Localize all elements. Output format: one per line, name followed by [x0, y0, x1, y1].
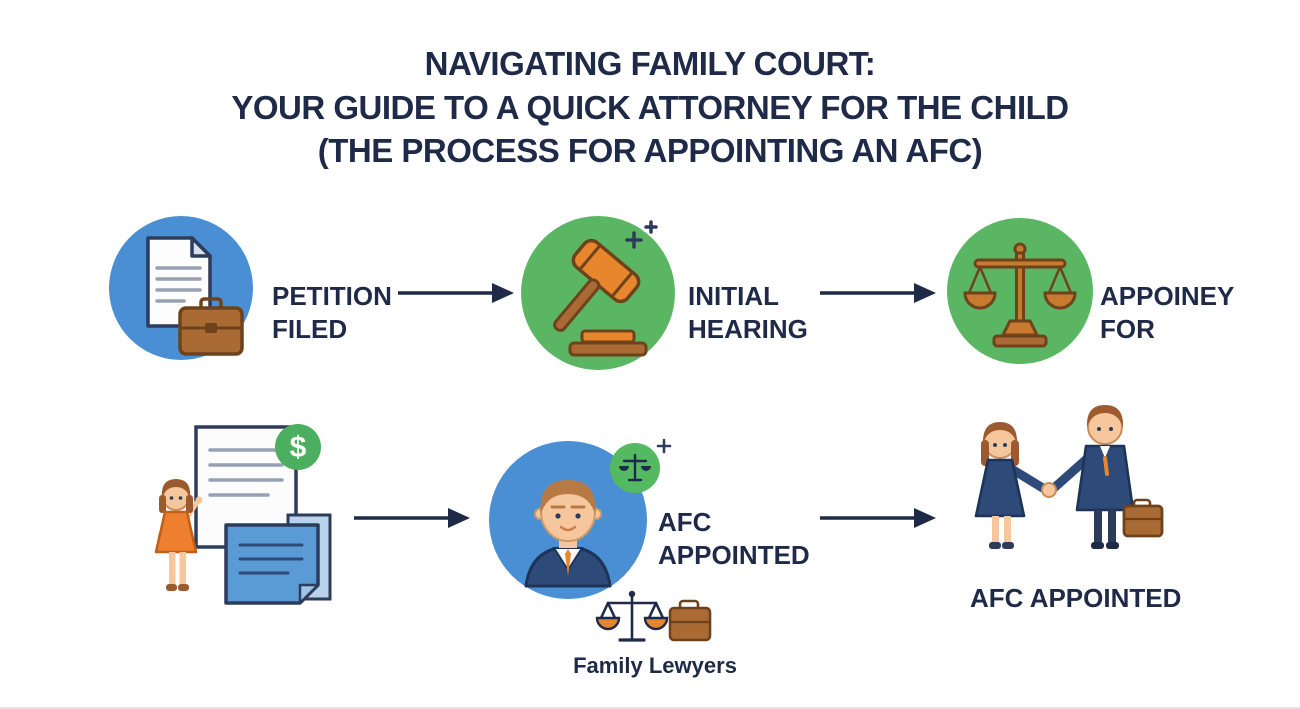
attorney-icon — [489, 438, 672, 599]
scales-of-justice-icon — [947, 218, 1093, 364]
sparkle-icon — [625, 220, 658, 249]
handshake-icon — [974, 405, 1164, 549]
gavel-icon — [521, 216, 675, 370]
arrow-icon — [354, 508, 470, 528]
step-label-afc-appointed-final: AFC APPOINTED — [970, 583, 1182, 613]
arrow-icon — [820, 283, 936, 303]
family-lawyers-caption: Family Lewyers — [573, 653, 737, 678]
blue-document-icon — [224, 523, 320, 605]
step-label-appoiney-for: APPOINEY FOR — [1100, 281, 1234, 344]
document-briefcase-icon — [109, 216, 253, 360]
briefcase-icon — [1122, 498, 1164, 538]
clasped-hands — [1041, 482, 1057, 498]
briefcase-icon — [178, 297, 244, 356]
mini-scales-icon — [599, 590, 665, 642]
family-lawyers-logo-icon — [595, 590, 712, 642]
arrow-icon — [820, 508, 936, 528]
page-title: NAVIGATING FAMILY COURT: YOUR GUIDE TO A… — [0, 42, 1300, 173]
child-with-documents-icon: $ — [154, 424, 332, 605]
step-label-initial-hearing: INITIAL HEARING — [688, 281, 808, 344]
title-line-2: YOUR GUIDE TO A QUICK ATTORNEY FOR THE C… — [231, 88, 1069, 126]
step-label-afc-appointed: AFC APPOINTED — [658, 507, 810, 570]
man-figure — [1049, 405, 1135, 549]
dollar-sign: $ — [290, 431, 307, 464]
child-figure — [154, 479, 203, 591]
woman-figure — [974, 422, 1051, 549]
sparkle-icon — [656, 438, 672, 454]
attorney-figure — [524, 480, 612, 588]
mini-briefcase-icon — [668, 599, 712, 642]
step-label-petition-filed: PETITION FILED — [272, 281, 392, 344]
dollar-badge-icon: $ — [275, 424, 321, 470]
document-icon — [146, 236, 212, 328]
bottom-edge — [0, 707, 1300, 709]
title-line-1: NAVIGATING FAMILY COURT: — [424, 45, 876, 82]
scales-badge-icon — [610, 438, 672, 493]
title-line-3: (THE PROCESS FOR APPOINTING AN AFC) — [317, 132, 983, 170]
arrow-icon — [398, 283, 514, 303]
